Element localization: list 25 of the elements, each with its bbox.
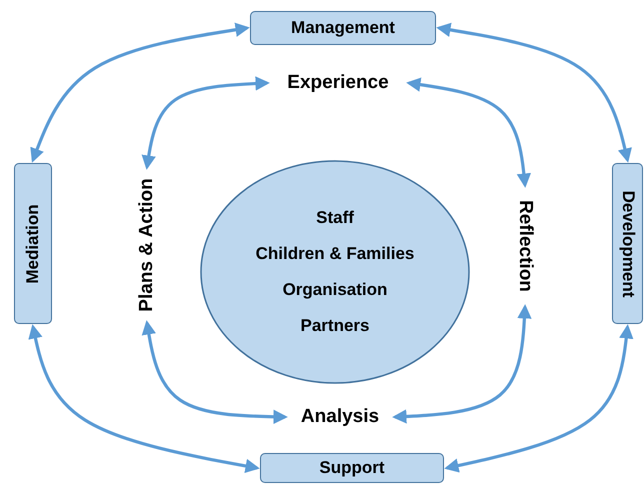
mediation-box [14, 163, 52, 324]
development-box [612, 163, 643, 324]
center-circle [200, 160, 470, 384]
stage-label: Reflection [514, 200, 536, 292]
box-label: Management [291, 18, 395, 38]
management-box [250, 11, 436, 45]
double-arrow [444, 324, 634, 473]
double-arrow [142, 76, 270, 170]
double-arrow [392, 304, 532, 424]
double-arrow [406, 77, 532, 188]
stage-label: Experience [287, 72, 389, 94]
double-arrow [30, 22, 250, 163]
member-label: Staff [316, 208, 354, 228]
member-label: Children & Families [256, 244, 414, 264]
member-label: Partners [300, 316, 370, 336]
stage-label: Analysis [300, 406, 380, 428]
box-label: Development [618, 190, 638, 297]
box-label: Mediation [23, 204, 43, 284]
double-arrow [28, 324, 260, 474]
member-label: Organisation [282, 280, 388, 300]
double-arrow [436, 22, 632, 163]
support-box [260, 453, 444, 483]
double-arrow [142, 320, 288, 424]
stage-label: Plans & Action [136, 178, 158, 312]
box-label: Support [319, 458, 385, 478]
